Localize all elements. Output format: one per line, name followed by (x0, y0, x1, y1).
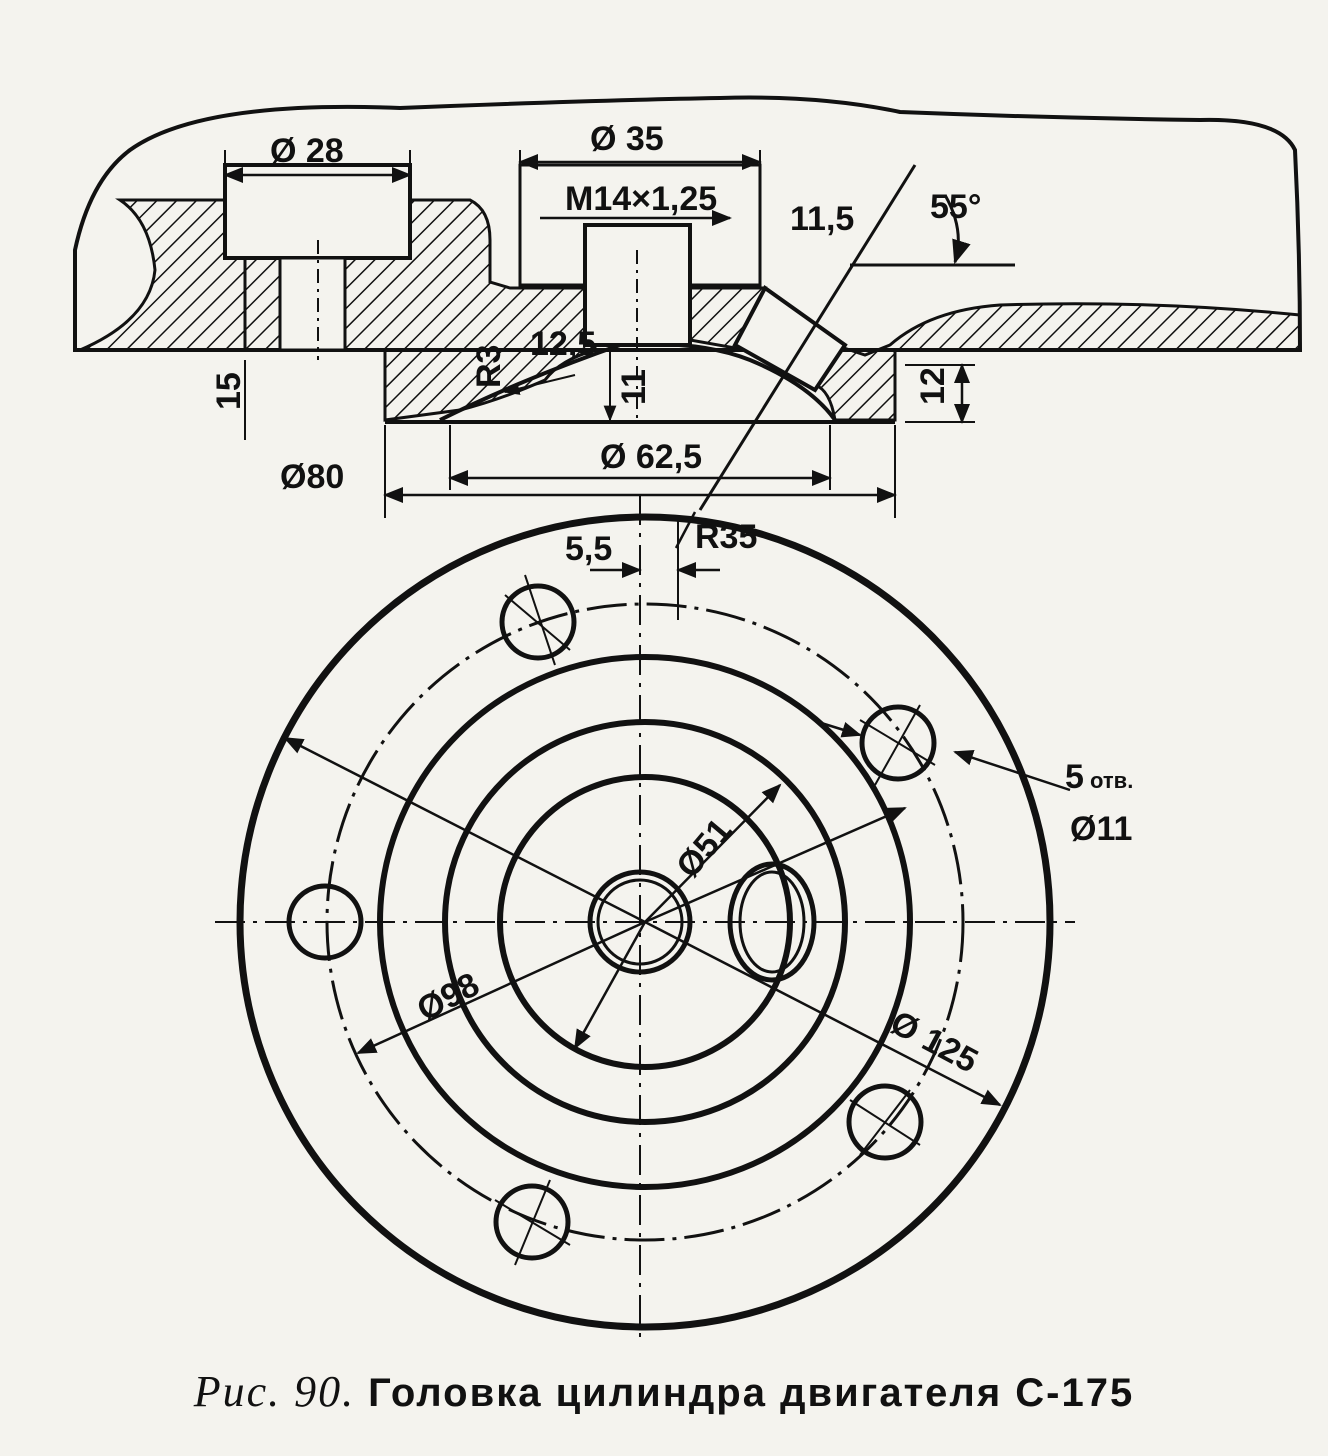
circle-mid (442, 719, 848, 1125)
dim-r35: R35 (695, 518, 757, 556)
hatched-left (79, 198, 247, 352)
bolt-hole-2 (499, 583, 577, 661)
dim-d51: Ø51 (669, 811, 739, 885)
bolt-holes (286, 574, 937, 1266)
section-outline (73, 95, 1303, 352)
bolt-hole-3 (859, 704, 937, 782)
dim-d62-5: Ø 62,5 (600, 438, 702, 476)
hatched-right (813, 302, 1302, 422)
figure-title: Головка цилиндра двигателя С-175 (368, 1371, 1135, 1415)
dim-angle-55: 55° (930, 188, 981, 226)
dim-12: 12 (914, 367, 952, 405)
bolt-hole-5 (493, 1183, 571, 1261)
dim-holes-label: отв. (1090, 768, 1133, 793)
dim-d98: Ø98 (411, 965, 486, 1029)
bolt-hole-1 (286, 883, 364, 961)
inclined-channel (732, 285, 848, 393)
figure-caption: Рис. 90. Головка цилиндра двигателя С-17… (0, 1366, 1328, 1417)
dim-r3: R3 (470, 345, 508, 388)
dim-holes-diameter: Ø11 (1070, 810, 1132, 848)
dim-5-5: 5,5 (565, 530, 612, 568)
hatched-center (343, 198, 597, 422)
circle-d98 (377, 654, 913, 1190)
bolt-circle (325, 602, 965, 1242)
bolt-hole-4 (846, 1083, 924, 1161)
side-chamber-outer (727, 861, 817, 983)
side-chamber-inner (738, 870, 806, 974)
dim-12-5: 12,5 (530, 325, 596, 363)
dim-thread: M14×1,25 (565, 180, 717, 218)
section-view: Ø 28 Ø 35 M14×1,25 11,5 55° R3 12,5 11 1… (73, 95, 1303, 518)
circle-d51 (497, 774, 793, 1070)
dim-d80: Ø80 (280, 458, 344, 496)
plan-view: 5,5 R35 5 отв. Ø11 Ø51 Ø98 Ø 125 (215, 495, 1133, 1340)
dim-d35: Ø 35 (590, 120, 664, 158)
dim-11-5: 11,5 (790, 200, 854, 238)
spark-plug-hole-inner (596, 878, 684, 966)
dim-11: 11 (615, 369, 653, 405)
dim-d28: Ø 28 (270, 132, 344, 170)
dim-holes-count: 5 (1065, 758, 1084, 796)
outer-circle-d125 (236, 513, 1054, 1331)
dim-15: 15 (210, 372, 248, 410)
dim-d125: Ø 125 (884, 1004, 984, 1081)
hatched-strip (243, 256, 282, 352)
bolt-hole (278, 256, 347, 352)
figure-number: Рис. 90. (193, 1367, 356, 1416)
spark-plug-hole-outer (587, 869, 693, 975)
